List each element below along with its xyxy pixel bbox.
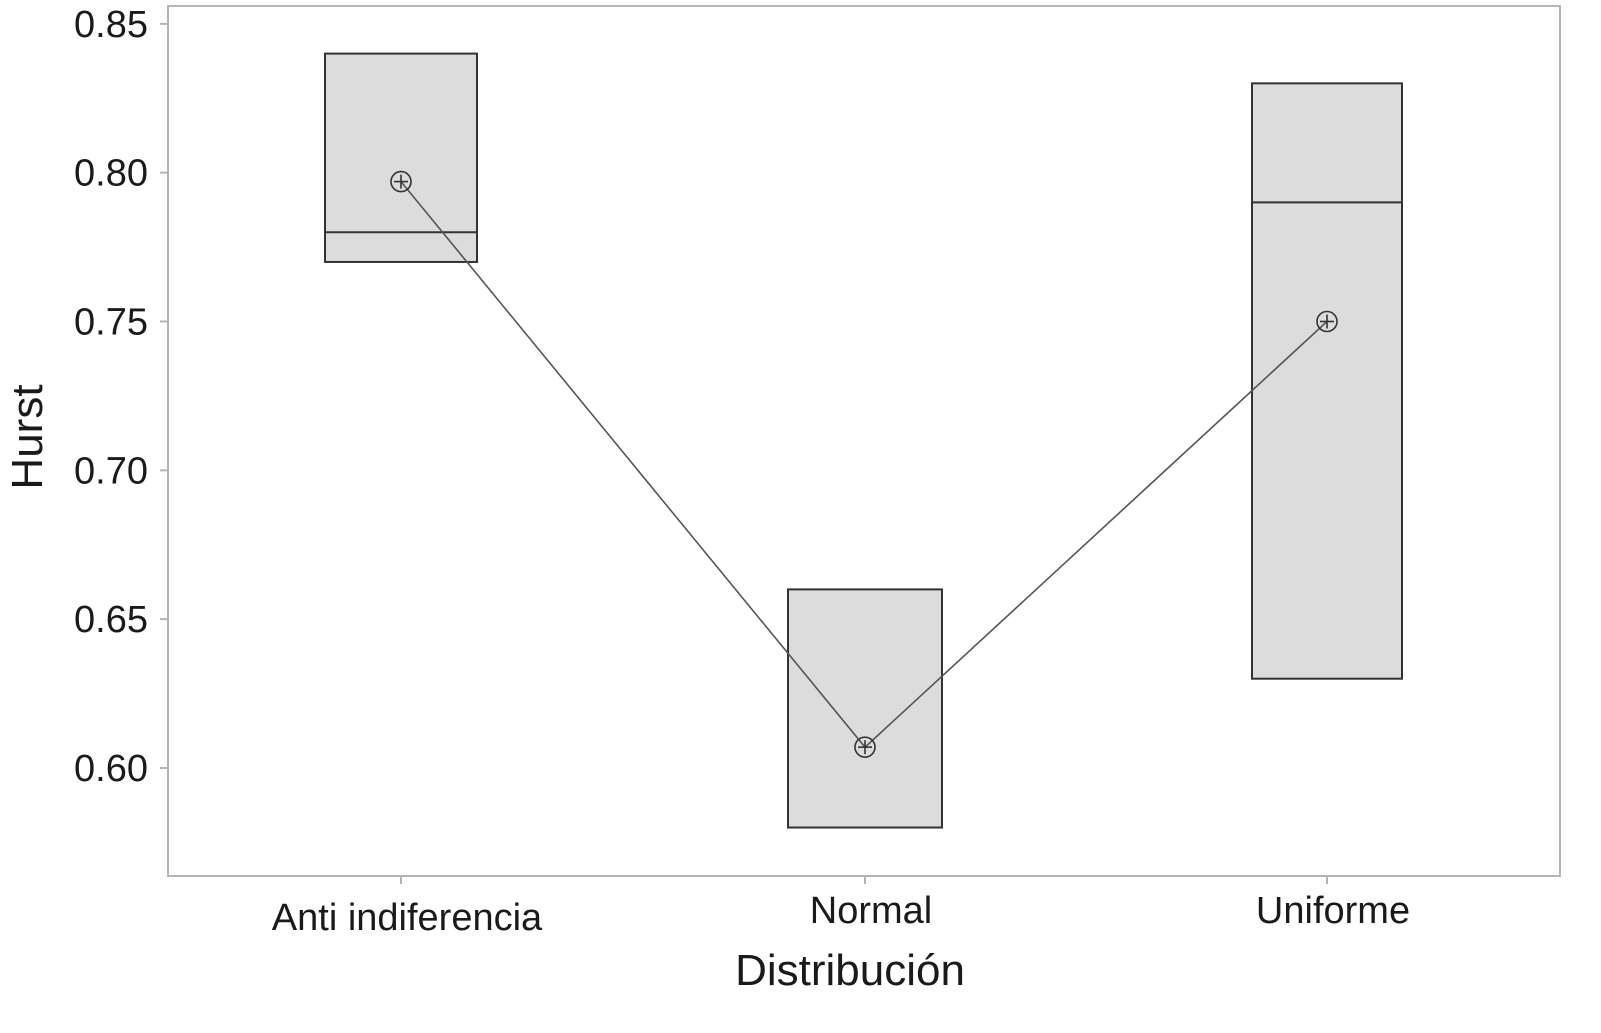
box-uniforme xyxy=(1251,82,1403,680)
x-tick-label: Uniforme xyxy=(1256,890,1410,932)
mean-marker xyxy=(1316,310,1338,333)
y-tick-label: 0.80 xyxy=(74,153,148,195)
y-tick-label: 0.65 xyxy=(74,599,148,641)
y-axis-title: Hurst xyxy=(3,384,52,489)
boxes xyxy=(324,52,1403,829)
mean-marker xyxy=(854,736,876,758)
y-tick-label: 0.75 xyxy=(74,301,148,343)
y-tick-label: 0.60 xyxy=(74,748,148,790)
y-tick-label: 0.70 xyxy=(74,450,148,492)
box-normal xyxy=(787,588,943,829)
y-tick-label: 0.85 xyxy=(74,4,148,46)
mean-markers xyxy=(390,170,1338,758)
x-axis-title: Distribución xyxy=(735,946,965,995)
x-tick-label: Normal xyxy=(810,890,932,932)
mean-marker xyxy=(390,170,412,193)
box-anti-indiferencia xyxy=(324,52,478,263)
x-tick-label: Anti indiferencia xyxy=(272,897,543,939)
